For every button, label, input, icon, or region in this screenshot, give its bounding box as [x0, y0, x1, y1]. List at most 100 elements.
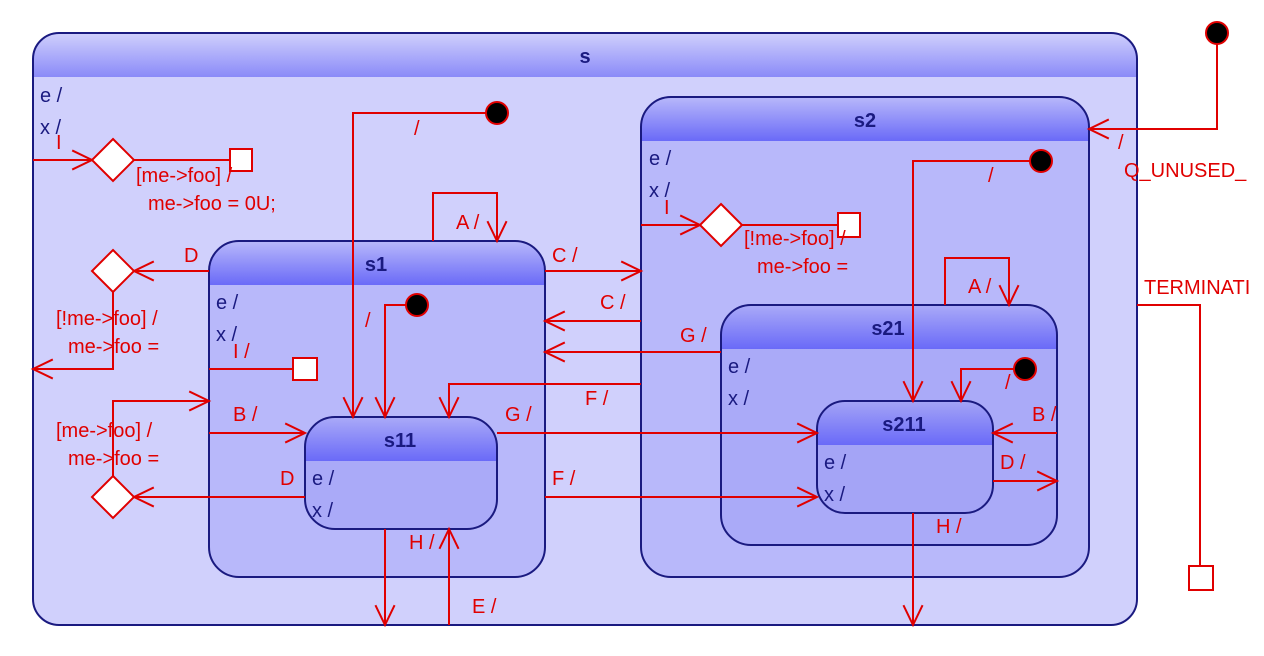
internal-action-box-s1[interactable]	[292, 357, 318, 381]
arrowhead-icon	[902, 604, 924, 628]
initial-pseudostate-s21[interactable]	[1013, 357, 1037, 381]
transition-s21-A[interactable]	[944, 257, 1010, 305]
transition-terminate[interactable]	[1137, 304, 1201, 566]
label-s2-I: I	[664, 197, 670, 219]
state-name: s1	[365, 254, 387, 276]
arrowhead-icon	[620, 260, 644, 282]
label-s-I-guard: [me->foo] /	[136, 165, 233, 187]
arrowhead-icon	[188, 390, 212, 412]
state-name: s21	[871, 318, 904, 340]
label-D-s211: D /	[1000, 452, 1026, 474]
label-s1-init: /	[365, 310, 371, 332]
choice-D[interactable]	[90, 248, 136, 294]
state-name: s2	[854, 110, 876, 132]
state-name: s211	[882, 414, 925, 436]
arrowhead-icon	[542, 341, 566, 363]
label-terminate: TERMINATI	[1144, 277, 1250, 299]
arrowhead-icon	[374, 604, 396, 628]
label-q-unused: Q_UNUSED_	[1124, 160, 1247, 182]
label-top-init: /	[1118, 132, 1124, 154]
label-H-s11: H /	[409, 532, 435, 554]
label-F-s1-s211: F /	[552, 468, 576, 490]
arrowhead-icon	[30, 358, 54, 380]
initial-pseudostate-s1[interactable]	[405, 293, 429, 317]
state-s11[interactable]: s11 e / x /	[304, 416, 498, 530]
transition-labels: / Q_UNUSED_ TERMINATI I [me->foo] / me->…	[56, 118, 1250, 618]
label-E: E /	[472, 596, 497, 618]
transition-s1-A[interactable]	[432, 192, 498, 241]
choice-D-s11[interactable]	[90, 474, 136, 520]
label-s-I-action: me->foo = 0U;	[148, 193, 276, 215]
pseudo-states	[90, 21, 1229, 591]
initial-pseudostate-s[interactable]	[485, 101, 509, 125]
label-s2-I-action: me->foo =	[757, 256, 848, 278]
entry-action: e /	[728, 356, 751, 378]
choice-s2-I[interactable]	[698, 202, 744, 248]
label-B-s1-s11: B /	[233, 404, 258, 426]
transition-s-init[interactable]	[352, 112, 486, 417]
state-name: s11	[384, 430, 416, 452]
transition-top-init[interactable]	[1089, 44, 1218, 130]
exit-action: x /	[312, 500, 334, 522]
label-G-s21-s1: G /	[680, 325, 707, 347]
arrowhead-icon	[486, 220, 508, 244]
internal-action-box-s[interactable]	[229, 148, 253, 172]
choice-s-I[interactable]	[90, 137, 136, 183]
exit-action: x /	[40, 117, 62, 139]
entry-action: e /	[40, 85, 63, 107]
arrowhead-icon	[998, 284, 1020, 308]
transition-s2-init[interactable]	[912, 160, 1030, 401]
arrowhead-icon	[542, 310, 566, 332]
label-D-s11: D	[280, 468, 294, 490]
arrowhead-icon	[284, 422, 308, 444]
transition-D-out[interactable]	[33, 292, 114, 370]
label-G-s11-s211: G /	[505, 404, 532, 426]
initial-pseudostate-top[interactable]	[1205, 21, 1229, 45]
label-s21-A: A /	[968, 276, 992, 298]
arrowhead-icon	[990, 422, 1014, 444]
label-D-guard: [!me->foo] /	[56, 308, 158, 330]
label-s21-init: /	[1005, 372, 1011, 394]
label-s1-A: A /	[456, 212, 480, 234]
transitions	[30, 44, 1218, 628]
state-name: s	[579, 46, 590, 68]
label-C-s2-s1: C /	[600, 292, 626, 314]
arrowhead-icon	[1036, 470, 1060, 492]
label-H-s211: H /	[936, 516, 962, 538]
exit-action: x /	[728, 388, 750, 410]
entry-action: e /	[312, 468, 335, 490]
internal-action-box-s2[interactable]	[837, 212, 861, 238]
exit-action: x /	[216, 324, 238, 346]
arrowhead-icon	[950, 380, 972, 404]
arrowhead-icon	[902, 380, 924, 404]
label-s1-I: I /	[233, 341, 250, 363]
label-s-I: I	[56, 132, 62, 154]
transition-s21-init[interactable]	[960, 368, 1014, 401]
label-D2-action: me->foo =	[68, 448, 159, 470]
label-s-init: /	[414, 118, 420, 140]
arrowhead-icon	[796, 422, 820, 444]
label-D-s1: D	[184, 245, 198, 267]
exit-action: x /	[649, 180, 671, 202]
arrowhead-icon	[342, 396, 364, 420]
transition-F-s2-s11[interactable]	[448, 383, 641, 417]
initial-pseudostate-s2[interactable]	[1029, 149, 1053, 173]
label-s2-I-guard: [!me->foo] /	[744, 228, 846, 250]
entry-action: e /	[649, 148, 672, 170]
label-s2-init: /	[988, 165, 994, 187]
exit-action: x /	[824, 484, 846, 506]
label-B-s21-s211: B /	[1032, 404, 1057, 426]
entry-action: e /	[216, 292, 239, 314]
transition-D2-out[interactable]	[112, 400, 209, 476]
arrowhead-icon	[438, 526, 460, 550]
arrowhead-icon	[796, 486, 820, 508]
label-F-s2-s11: F /	[585, 388, 609, 410]
label-C-s1-s2: C /	[552, 245, 578, 267]
label-D2-guard: [me->foo] /	[56, 420, 153, 442]
state-s211[interactable]: s211 e / x /	[816, 400, 994, 514]
arrowhead-icon	[374, 396, 396, 420]
transition-s1-init[interactable]	[384, 304, 406, 417]
terminate-box[interactable]	[1188, 565, 1214, 591]
entry-action: e /	[824, 452, 847, 474]
